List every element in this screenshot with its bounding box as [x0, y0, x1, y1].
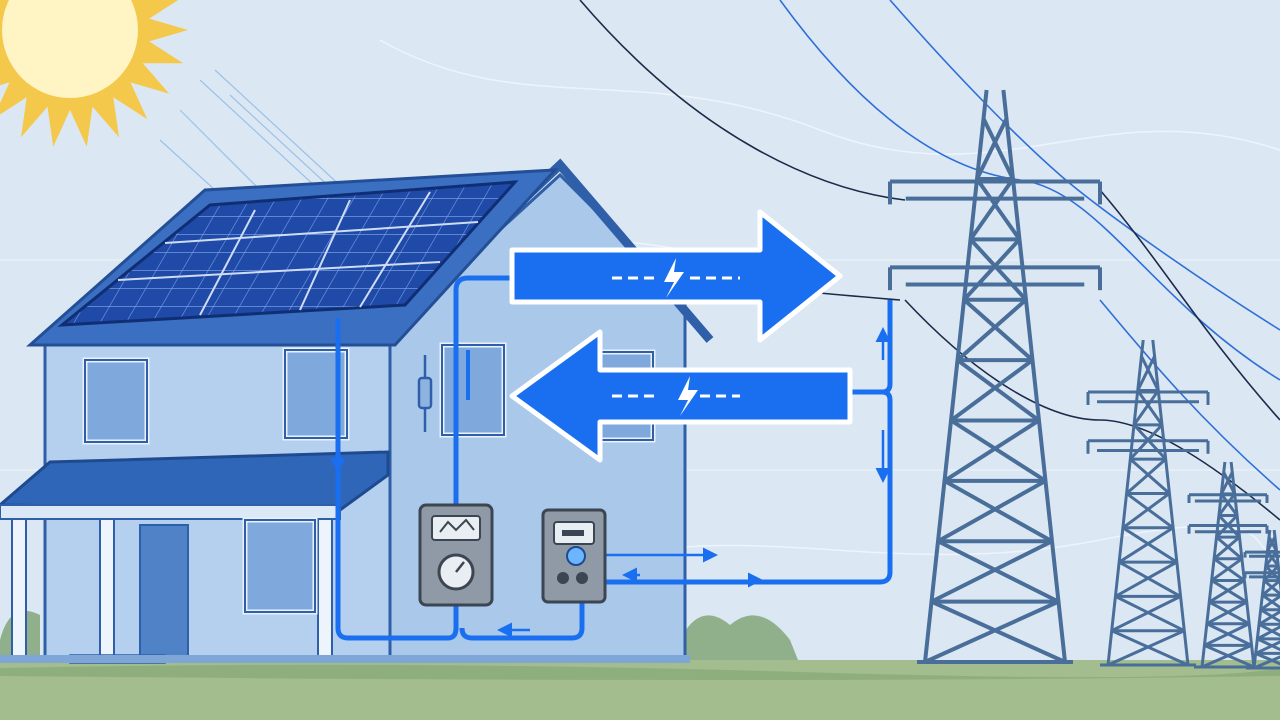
front-door — [139, 524, 189, 659]
house — [0, 158, 714, 664]
transmission-towers — [888, 89, 1280, 670]
transmission-tower-icon — [888, 89, 1102, 664]
porch-beam — [0, 504, 341, 520]
flow-direction-markers — [330, 327, 891, 638]
wiring-panel-to-meter — [335, 275, 893, 641]
window-gable — [439, 342, 507, 438]
lightning-bolt-icon — [678, 376, 698, 416]
transmission-tower-icon — [1243, 529, 1280, 670]
transmission-tower-icon — [1187, 461, 1269, 669]
solar-panel-icon — [57, 180, 519, 327]
analog-meter-icon — [418, 503, 494, 607]
import-from-grid-arrow — [509, 329, 853, 463]
lightning-bolt-icon — [664, 258, 684, 298]
porch-roof — [0, 450, 390, 512]
bush-right — [680, 615, 800, 665]
transmission-tower-icon — [1086, 339, 1210, 667]
foundation — [0, 655, 690, 663]
sun-icon — [0, 0, 188, 147]
wall-bracket — [417, 350, 470, 432]
window-upper-left — [82, 357, 150, 445]
ground-path — [0, 664, 1280, 680]
smart-meter-icon — [541, 508, 607, 604]
export-to-grid-arrow — [509, 209, 843, 343]
window-lower — [242, 517, 318, 615]
